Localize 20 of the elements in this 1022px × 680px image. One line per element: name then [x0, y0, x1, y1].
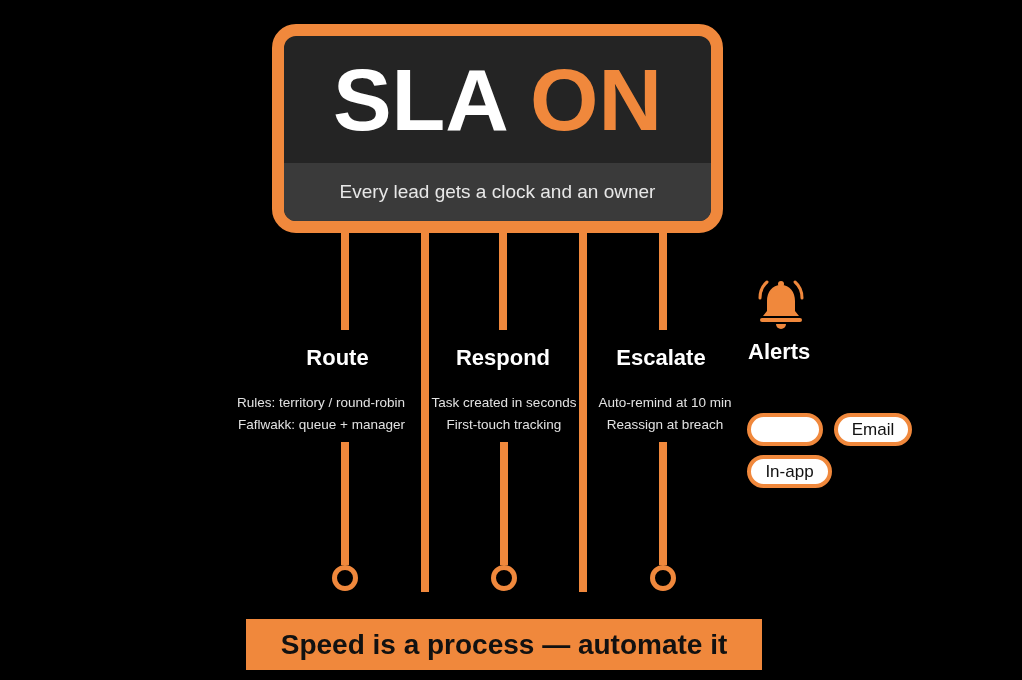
channel-tag: In-app [747, 455, 832, 488]
step-heading: Escalate [616, 345, 706, 371]
step-text: Reassign at breach [606, 416, 724, 434]
terminal-circle [491, 565, 517, 591]
step-text: First-touch tracking [446, 416, 562, 434]
step-text: Rules: territory / round-robin [236, 394, 405, 412]
terminal-circle [650, 565, 676, 591]
step-text: Auto-remind at 10 min [598, 394, 732, 412]
panel-title: SLA ON [332, 56, 663, 144]
channel-tag [747, 413, 823, 446]
title-panel [272, 24, 723, 233]
terminal-circle [332, 565, 358, 591]
step-heading: Respond [455, 345, 551, 371]
panel-subtitle: Every lead gets a clock and an owner [339, 180, 656, 204]
section-heading: Alerts [748, 339, 811, 365]
step-text: Faflwakk: queue + manager [238, 416, 405, 434]
step-heading: Route [306, 345, 369, 371]
tagline-banner: Speed is a process — automate it [246, 619, 762, 670]
channel-tag: Email [834, 413, 912, 446]
step-text: Task created in seconds [431, 394, 577, 412]
